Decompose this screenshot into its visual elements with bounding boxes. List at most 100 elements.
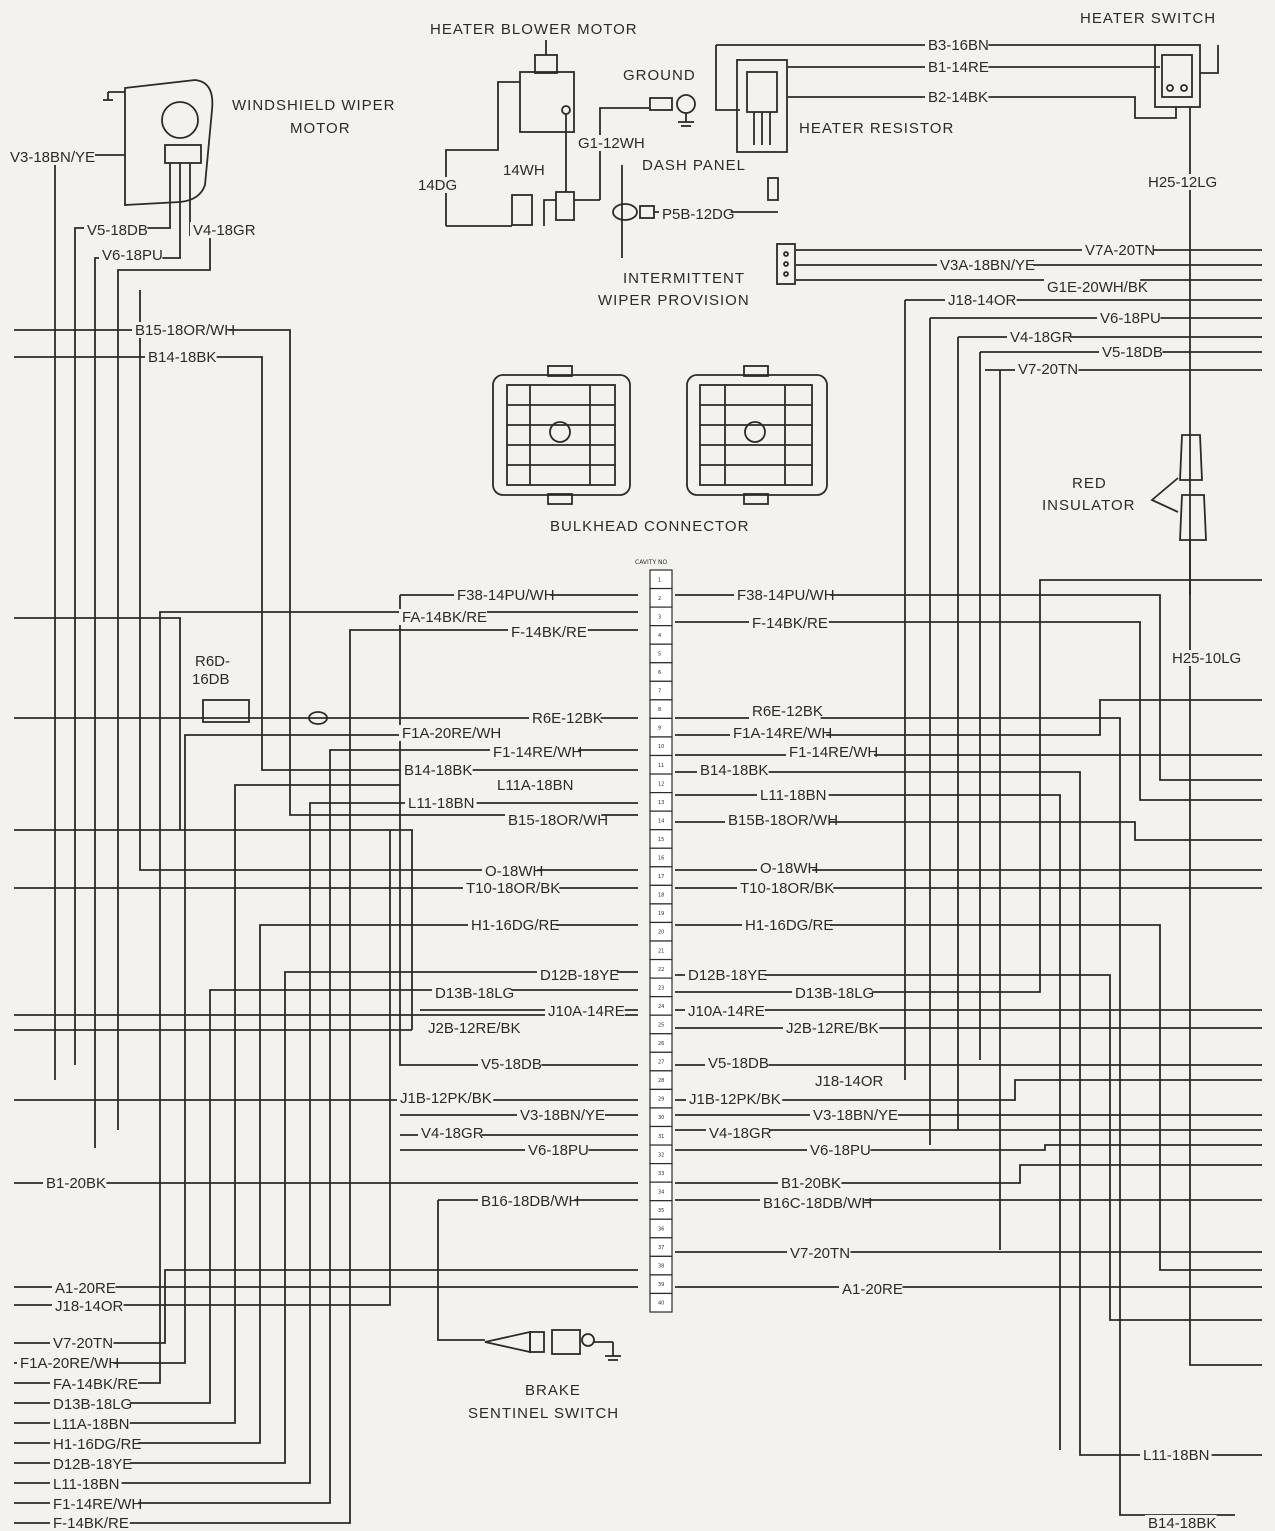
wire-label-misc: R6D- — [195, 653, 230, 670]
wire-label-bulkhead-left: B15-18OR/WH — [508, 812, 608, 829]
cavity-number: 16 — [658, 856, 664, 862]
wire-label-bg — [1169, 650, 1241, 666]
bulkhead-connector-label: BULKHEAD CONNECTOR — [550, 518, 749, 535]
wire-label-left-edge: J18-14OR — [55, 1298, 124, 1315]
cavity-number: 34 — [658, 1189, 664, 1195]
wire-label-bg — [50, 1496, 138, 1512]
wire-label-left-edge: L11-18BN — [53, 1476, 119, 1493]
wire-label-bg — [52, 1298, 124, 1314]
wire-label-bg — [787, 1245, 851, 1261]
wire-label-wiper: B14-18BK — [148, 349, 216, 366]
wire-label-top: V4-18GR — [1010, 329, 1073, 346]
wire-label-top: B1-14RE — [928, 59, 989, 76]
wire-label-bulkhead-right: B16C-18DB/WH — [763, 1195, 872, 1212]
cavity-cell — [649, 1292, 673, 1313]
wire-label-bg — [1099, 344, 1163, 360]
wire-label-bulkhead-left: L11-18BN — [408, 795, 474, 812]
wire-label-bg — [760, 1195, 865, 1211]
wire-label-bulkhead-right: O-18WH — [760, 860, 818, 877]
cavity-number: 9 — [658, 726, 661, 732]
wire-label-bg — [1145, 1515, 1217, 1531]
heater-blower-motor-label: HEATER BLOWER MOTOR — [430, 21, 638, 38]
wire-label-bg — [697, 762, 769, 778]
wire-label-right-edge: L11-18BN — [1143, 1447, 1209, 1464]
windshield-wiper-motor-icon — [103, 79, 214, 206]
cavity-number: 25 — [658, 1022, 664, 1028]
wire-label-bulkhead-left: FA-14BK/RE — [402, 609, 487, 626]
wire-label-top: 14DG — [418, 177, 457, 194]
cavity-number: 38 — [658, 1264, 664, 1270]
wire-label-bg — [84, 222, 148, 238]
wire-label-bulkhead-right: V3-18BN/YE — [813, 1107, 898, 1124]
wire-label-bg — [454, 587, 551, 603]
cavity-number: 26 — [658, 1041, 664, 1047]
cavity-number: 23 — [658, 985, 664, 991]
heater-resistor-label: HEATER RESISTOR — [799, 120, 954, 137]
cavity-number: 28 — [658, 1078, 664, 1084]
wire-label-bulkhead-right: B15B-18OR/WH — [728, 812, 838, 829]
wire-label-bg — [50, 1335, 114, 1351]
wire-label-top: G1-12WH — [578, 135, 645, 152]
wire-label-left-edge: V7-20TN — [53, 1335, 113, 1352]
wire-label-bg — [50, 1416, 130, 1432]
wire-label-bulkhead-left: V3-18BN/YE — [520, 1107, 605, 1124]
intermittent-wiper-connector-icon — [776, 243, 796, 285]
wire-label-left-edge: H1-16DG/RE — [53, 1436, 141, 1453]
wire-label-bulkhead-left: F1-14RE/WH — [493, 744, 582, 761]
wire-label-bulkhead-right: L11-18BN — [760, 787, 826, 804]
bulkhead-connector-left-icon — [492, 365, 631, 505]
wire-label-bulkhead-left: B16-18DB/WH — [481, 1193, 579, 1210]
wire-label-bg — [1145, 174, 1217, 190]
wire-label-bulkhead-right: V7-20TN — [790, 1245, 850, 1262]
wire-label-right-edge: B14-18BK — [1148, 1515, 1216, 1531]
wire-label-wiper: B15-18OR/WH — [135, 322, 235, 339]
wire-label-bg — [478, 1193, 575, 1209]
wire-label-bg — [545, 1003, 625, 1019]
r6d-connector-icon — [202, 699, 328, 725]
cavity-number: 5 — [658, 651, 661, 657]
wire-label-bulkhead-left: J2B-12RE/BK — [428, 1020, 521, 1037]
cavity-number: 21 — [658, 948, 664, 954]
cavity-number: 32 — [658, 1152, 664, 1158]
cavity-number: 19 — [658, 911, 664, 917]
wire-label-bg — [505, 812, 602, 828]
wire-label-bg — [1044, 279, 1141, 295]
wire-label-bg — [490, 744, 578, 760]
wire-label-wiper: V5-18DB — [87, 222, 148, 239]
wire-label-bg — [401, 762, 473, 778]
intermittent-label-1: INTERMITTENT — [623, 270, 745, 287]
wire-label-bg — [810, 1107, 898, 1123]
wire-label-bg — [1015, 361, 1079, 377]
wire-label-bg — [432, 985, 512, 1001]
wire-label-bg — [494, 777, 574, 793]
wire-label-bulkhead-left: J1B-12PK/BK — [400, 1090, 492, 1107]
cavity-number: 29 — [658, 1097, 664, 1103]
wire-label-wiper: V3-18BN/YE — [10, 149, 95, 166]
wire-label-left-edge: F1-14RE/WH — [53, 1496, 142, 1513]
wire-label-bg — [686, 1091, 783, 1107]
cavity-number: 30 — [658, 1115, 664, 1121]
cavity-number: 3 — [658, 614, 661, 620]
wire-label-bg — [937, 257, 1034, 273]
wire-label-bg — [685, 967, 765, 983]
wire-label-bulkhead-right: T10-18OR/BK — [740, 880, 834, 897]
wire-label-bg — [757, 787, 829, 803]
wire-label-bulkhead-right: V4-18GR — [709, 1125, 772, 1142]
cavity-number: 11 — [658, 763, 664, 769]
ground-icon — [649, 94, 696, 127]
wire-label-bulkhead-left: V5-18DB — [481, 1056, 542, 1073]
wire-label-bulkhead-right: J10A-14RE — [688, 1003, 765, 1020]
cavity-number: 33 — [658, 1171, 664, 1177]
wire-label-misc: 16DB — [192, 671, 230, 688]
wire-label-bg — [783, 1020, 880, 1036]
wire-label-bg — [99, 247, 163, 263]
wire-label-bulkhead-left: O-18WH — [485, 863, 543, 880]
wire-label-bulkhead-left: V6-18PU — [528, 1142, 589, 1159]
bulkhead-connector-right-icon — [686, 365, 828, 505]
wire-label-top: 14WH — [503, 162, 545, 179]
wire-label-bg — [17, 1355, 114, 1371]
wire-label-bg — [399, 725, 496, 741]
cavity-column: 1234567891011121314151617181920212223242… — [649, 569, 673, 1313]
red-insulator-label-1: RED — [1072, 475, 1107, 492]
